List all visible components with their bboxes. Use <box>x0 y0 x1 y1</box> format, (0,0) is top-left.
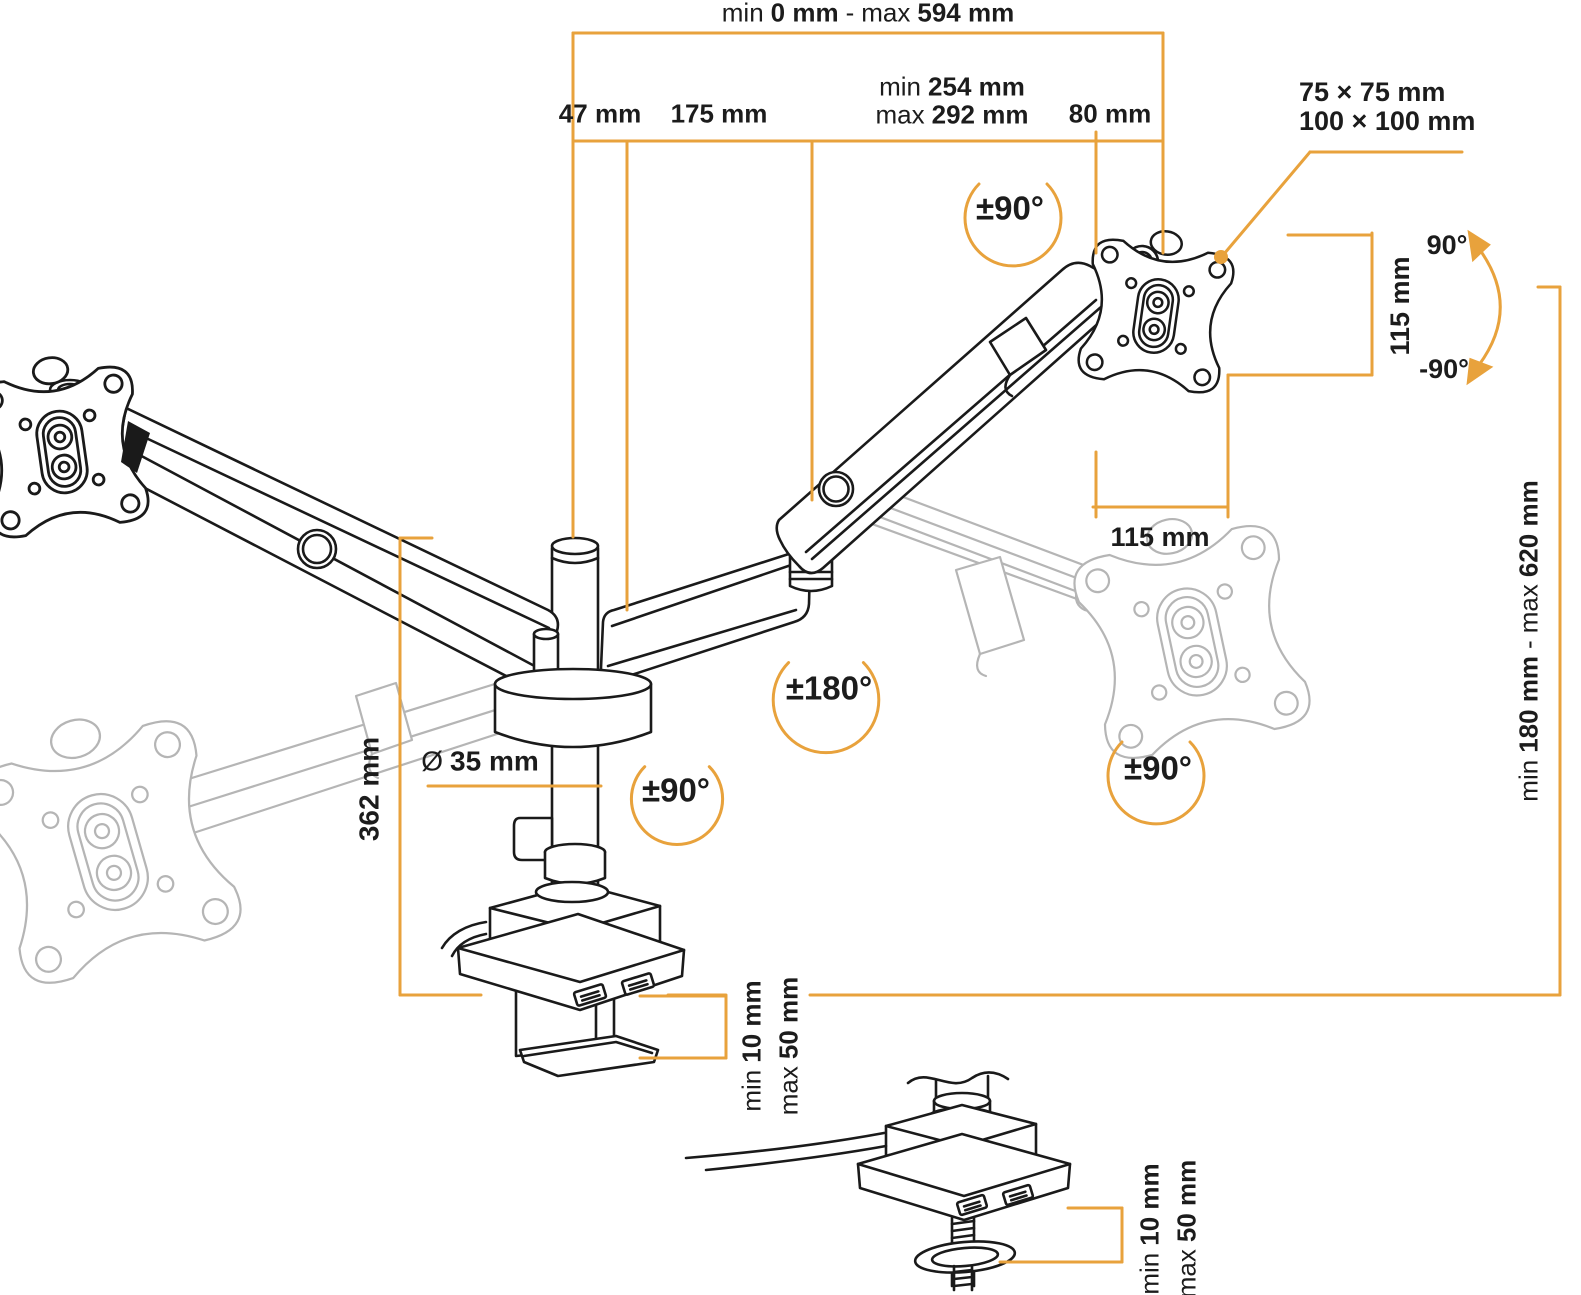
usb-ports <box>572 972 656 1007</box>
grommet-mount-detail <box>684 1071 1072 1292</box>
pole-lower <box>512 743 607 886</box>
arm-cable-clip <box>988 316 1048 377</box>
plate-height-label: 115 mm <box>1384 256 1415 356</box>
grommet-cable <box>684 1131 886 1160</box>
grommet-ring <box>913 1240 1017 1274</box>
plate-width-label: 115 mm <box>1110 521 1210 552</box>
vesa-75-label: 75 × 75 mm <box>1299 76 1446 107</box>
monitor-arm-drawing <box>0 220 1240 1292</box>
dim-clamp-thickness <box>638 994 728 1060</box>
rotate-vesa-label: ±90° <box>975 189 1045 227</box>
tilt-down-label: -90° <box>1419 353 1469 384</box>
pole-cut-mark <box>906 1071 1010 1085</box>
dim-47-label: 47 mm <box>558 98 642 129</box>
ghost-left-vesa-plate <box>0 688 249 992</box>
clamp-foot <box>518 1034 660 1078</box>
base-cable <box>440 920 488 950</box>
vesa-100-label: 100 × 100 mm <box>1299 105 1476 136</box>
pole-cable-clip <box>512 816 554 862</box>
rotate-pole-label: ±90° <box>641 771 711 809</box>
ghost-cable-clip <box>354 681 414 756</box>
vesa-hole-marker <box>1214 250 1228 264</box>
right-arm-lower <box>599 549 812 683</box>
pole-height-label: 362 mm <box>353 736 385 842</box>
right-arm-upper <box>775 261 1119 575</box>
tilt-up-label: 90° <box>1426 229 1468 260</box>
ghost-positions <box>0 475 1316 992</box>
hub-collar <box>493 667 653 749</box>
clamp-base <box>440 880 686 1078</box>
rotate-head-label: ±90° <box>1123 749 1193 787</box>
dim-80-label: 80 mm <box>1068 98 1152 129</box>
left-arm <box>112 406 560 694</box>
dimension-lines <box>398 31 1562 1264</box>
rotate-arm-label: ±180° <box>785 669 873 707</box>
right-vesa-plate <box>1074 220 1240 397</box>
dim-175-label: 175 mm <box>670 98 768 129</box>
dim-grommet-thickness <box>998 1206 1124 1264</box>
grommet-usb-ports <box>955 1183 1035 1217</box>
ghost-strap <box>954 555 1026 656</box>
tilt-arc <box>1477 248 1502 367</box>
